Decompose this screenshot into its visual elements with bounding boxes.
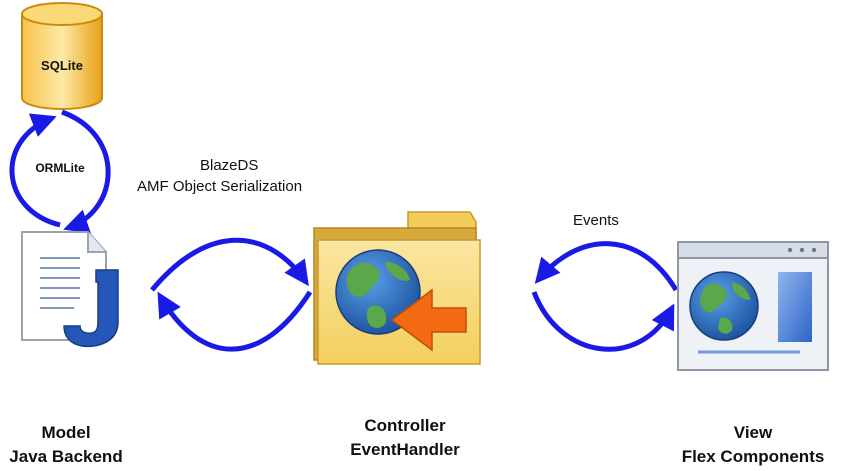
transport-label-line1: BlazeDS — [200, 157, 259, 174]
controller-view-arrows — [531, 241, 679, 352]
model-controller-arrows — [150, 237, 313, 352]
java-file-icon — [21, 231, 119, 348]
model-title: Model — [41, 423, 91, 442]
model-subtitle: Java Backend — [9, 447, 123, 466]
ormlite-loop-arrows — [9, 109, 111, 234]
folder-globe-icon — [313, 211, 481, 365]
sqlite-database-icon — [21, 2, 103, 110]
transport-label-line2: AMF Object Serialization — [137, 178, 303, 195]
sqlite-label: SQLite — [41, 58, 83, 73]
browser-window-icon — [677, 241, 829, 371]
view-title: View — [733, 423, 773, 442]
view-subtitle: Flex Components — [681, 447, 825, 466]
ormlite-label: ORMLite — [35, 161, 85, 175]
controller-subtitle: EventHandler — [350, 440, 460, 459]
controller-title: Controller — [364, 416, 446, 435]
events-label: Events — [573, 212, 619, 229]
